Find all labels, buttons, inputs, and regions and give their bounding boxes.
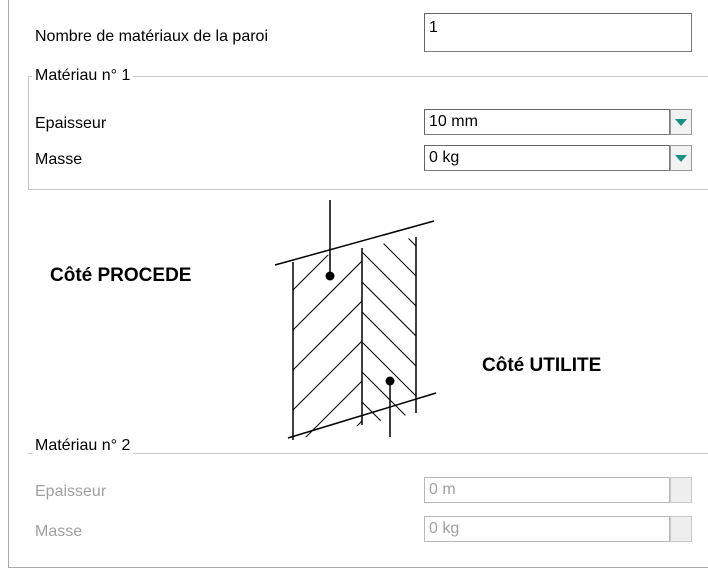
material2-thickness-label: Epaisseur [35,483,107,500]
material1-thickness-dropdown-button[interactable] [670,109,692,135]
material2-mass-dropdown-button[interactable] [670,516,692,542]
material1-thickness-label: Epaisseur [35,115,107,132]
num-materials-label: Nombre de matériaux de la paroi [35,28,269,45]
chevron-down-icon [675,154,687,162]
diagram-right-label: Côté UTILITE [482,355,602,376]
leader-dot-bottom [385,376,395,386]
chevron-down-icon [675,118,687,126]
panel-frame [8,0,708,568]
material1-mass-label: Masse [35,151,83,168]
material2-mass-select[interactable]: 0 kg [424,516,670,542]
diagram-left-label: Côté PROCEDE [50,265,192,286]
material1-group-bottom-border [28,189,708,190]
material1-group-top-border [28,76,708,77]
material1-mass-dropdown-button[interactable] [670,145,692,171]
layer1-hatch [293,248,362,440]
num-materials-input[interactable]: 1 [424,13,692,52]
wall-top-line [274,220,435,266]
material2-thickness-select[interactable]: 0 m [424,477,670,503]
leader-dot-top [325,271,335,281]
material1-mass-select[interactable]: 0 kg [424,145,670,171]
material2-thickness-dropdown-button[interactable] [670,477,692,503]
material2-group-top-border [28,453,708,454]
material1-thickness-select[interactable]: 10 mm [424,109,670,135]
material1-group-left-border [28,76,29,190]
material2-mass-label: Masse [35,523,83,540]
material2-group-title: Matériau n° 2 [32,436,134,456]
material1-group-title: Matériau n° 1 [32,66,134,86]
